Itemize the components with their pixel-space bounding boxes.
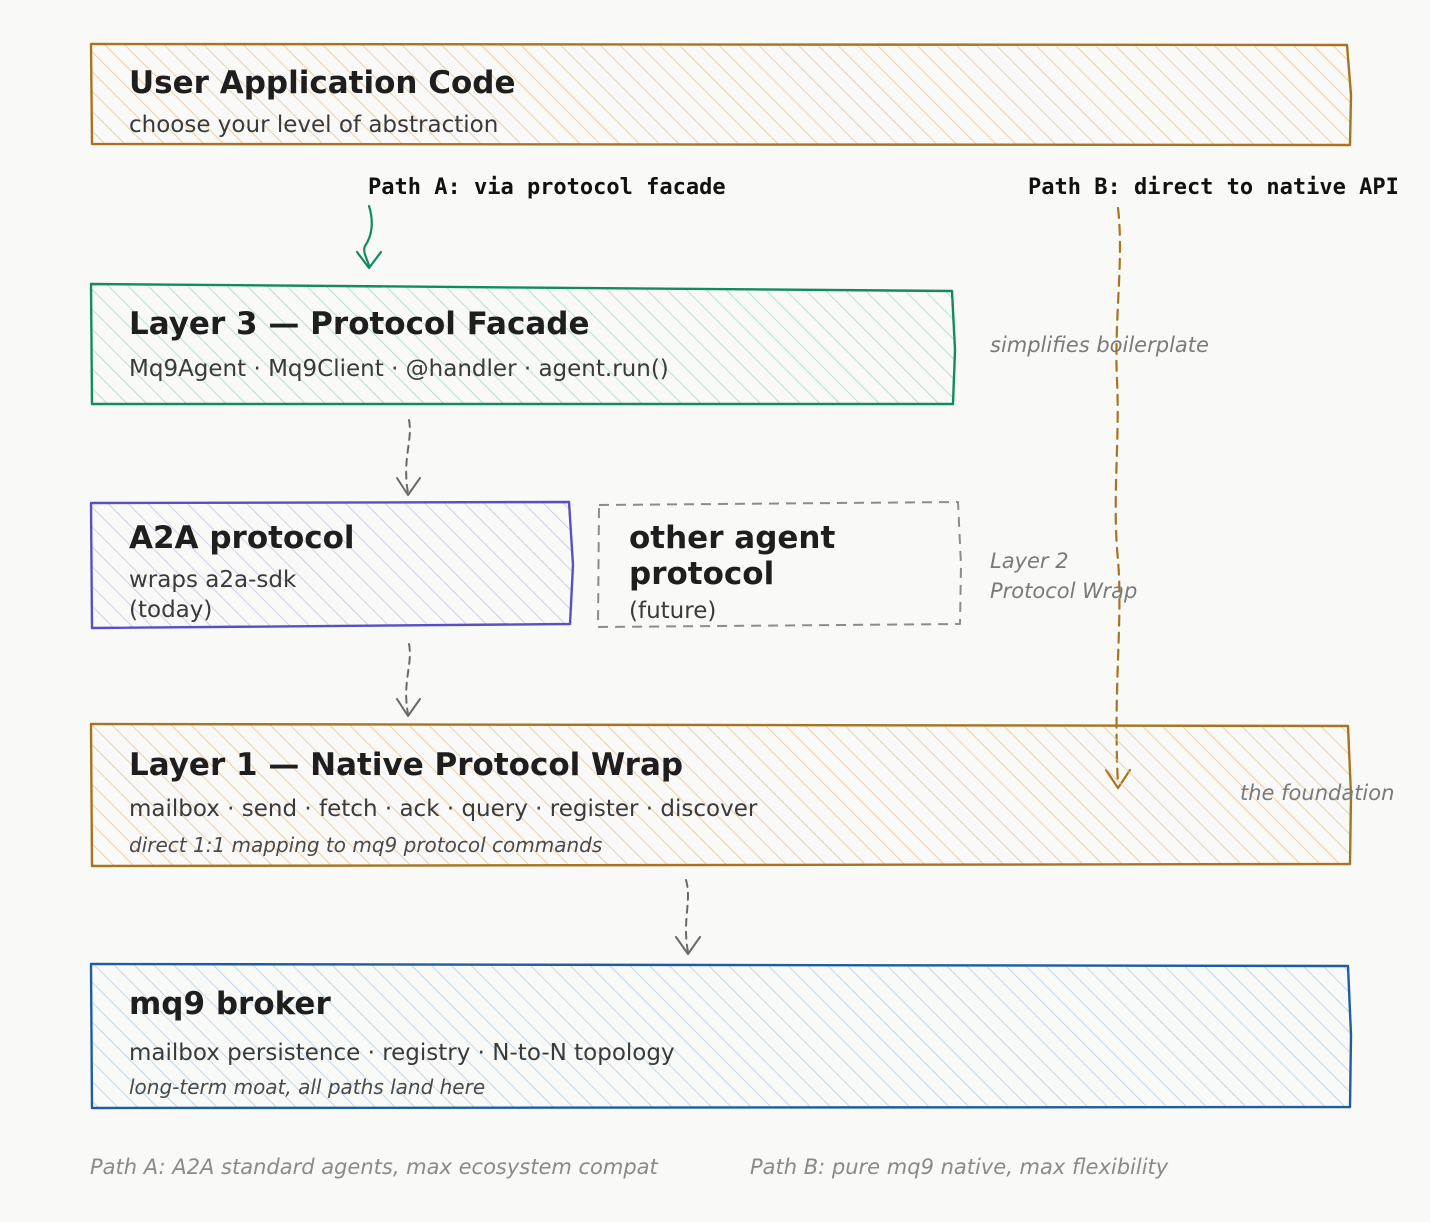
user-application-title: User Application Code [129, 65, 516, 101]
layer3-box: Layer 3 — Protocol Facade Mq9Agent · Mq9… [89, 282, 957, 406]
path-b-label: Path B: direct to native API [1028, 175, 1399, 200]
other-protocol-subtitle: (future) [629, 598, 716, 624]
a2a-line1: wraps a2a-sdk [129, 567, 297, 593]
path-a-label: Path A: via protocol facade [368, 175, 726, 200]
footer-path-b-note: Path B: pure mq9 native, max flexibility [750, 1155, 1169, 1179]
layer1-side-note: the foundation [1240, 781, 1394, 805]
user-application-subtitle: choose your level of abstraction [129, 112, 498, 138]
layer1-subtitle: mailbox · send · fetch · ack · query · r… [129, 796, 758, 822]
layer1-title: Layer 1 — Native Protocol Wrap [129, 747, 683, 783]
layer3-side-note: simplifies boilerplate [990, 333, 1209, 357]
broker-title: mq9 broker [129, 986, 331, 1022]
a2a-title: A2A protocol [129, 520, 355, 556]
a2a-line2: (today) [129, 597, 212, 623]
layer3-title: Layer 3 — Protocol Facade [129, 306, 590, 342]
broker-subtitle: mailbox persistence · registry · N-to-N … [129, 1040, 675, 1066]
arrow-layer3-to-a2a [396, 419, 421, 496]
layer1-note: direct 1:1 mapping to mq9 protocol comma… [129, 833, 602, 857]
layer2-note-line2: Protocol Wrap [990, 579, 1137, 603]
a2a-protocol-box: A2A protocol wraps a2a-sdk (today) [89, 500, 575, 630]
arrow-layer1-to-broker [675, 879, 701, 955]
other-protocol-title-line2: protocol [629, 556, 774, 592]
layer3-subtitle: Mq9Agent · Mq9Client · @handler · agent.… [129, 356, 669, 382]
user-application-box: User Application Code choose your level … [89, 42, 1353, 147]
path-a-arrow [355, 204, 383, 270]
footer-path-a-note: Path A: A2A standard agents, max ecosyst… [90, 1155, 659, 1179]
mq9-broker-box: mq9 broker mailbox persistence · registr… [89, 962, 1353, 1110]
arrow-a2a-to-layer1 [396, 643, 421, 717]
layer2-note-line1: Layer 2 [990, 549, 1069, 573]
other-protocol-box: other agent protocol (future) [597, 501, 962, 628]
path-b-arrow [1104, 206, 1132, 790]
broker-note: long-term moat, all paths land here [129, 1075, 485, 1099]
other-protocol-title-line1: other agent [629, 520, 835, 556]
layer1-box: Layer 1 — Native Protocol Wrap mailbox ·… [89, 722, 1353, 868]
